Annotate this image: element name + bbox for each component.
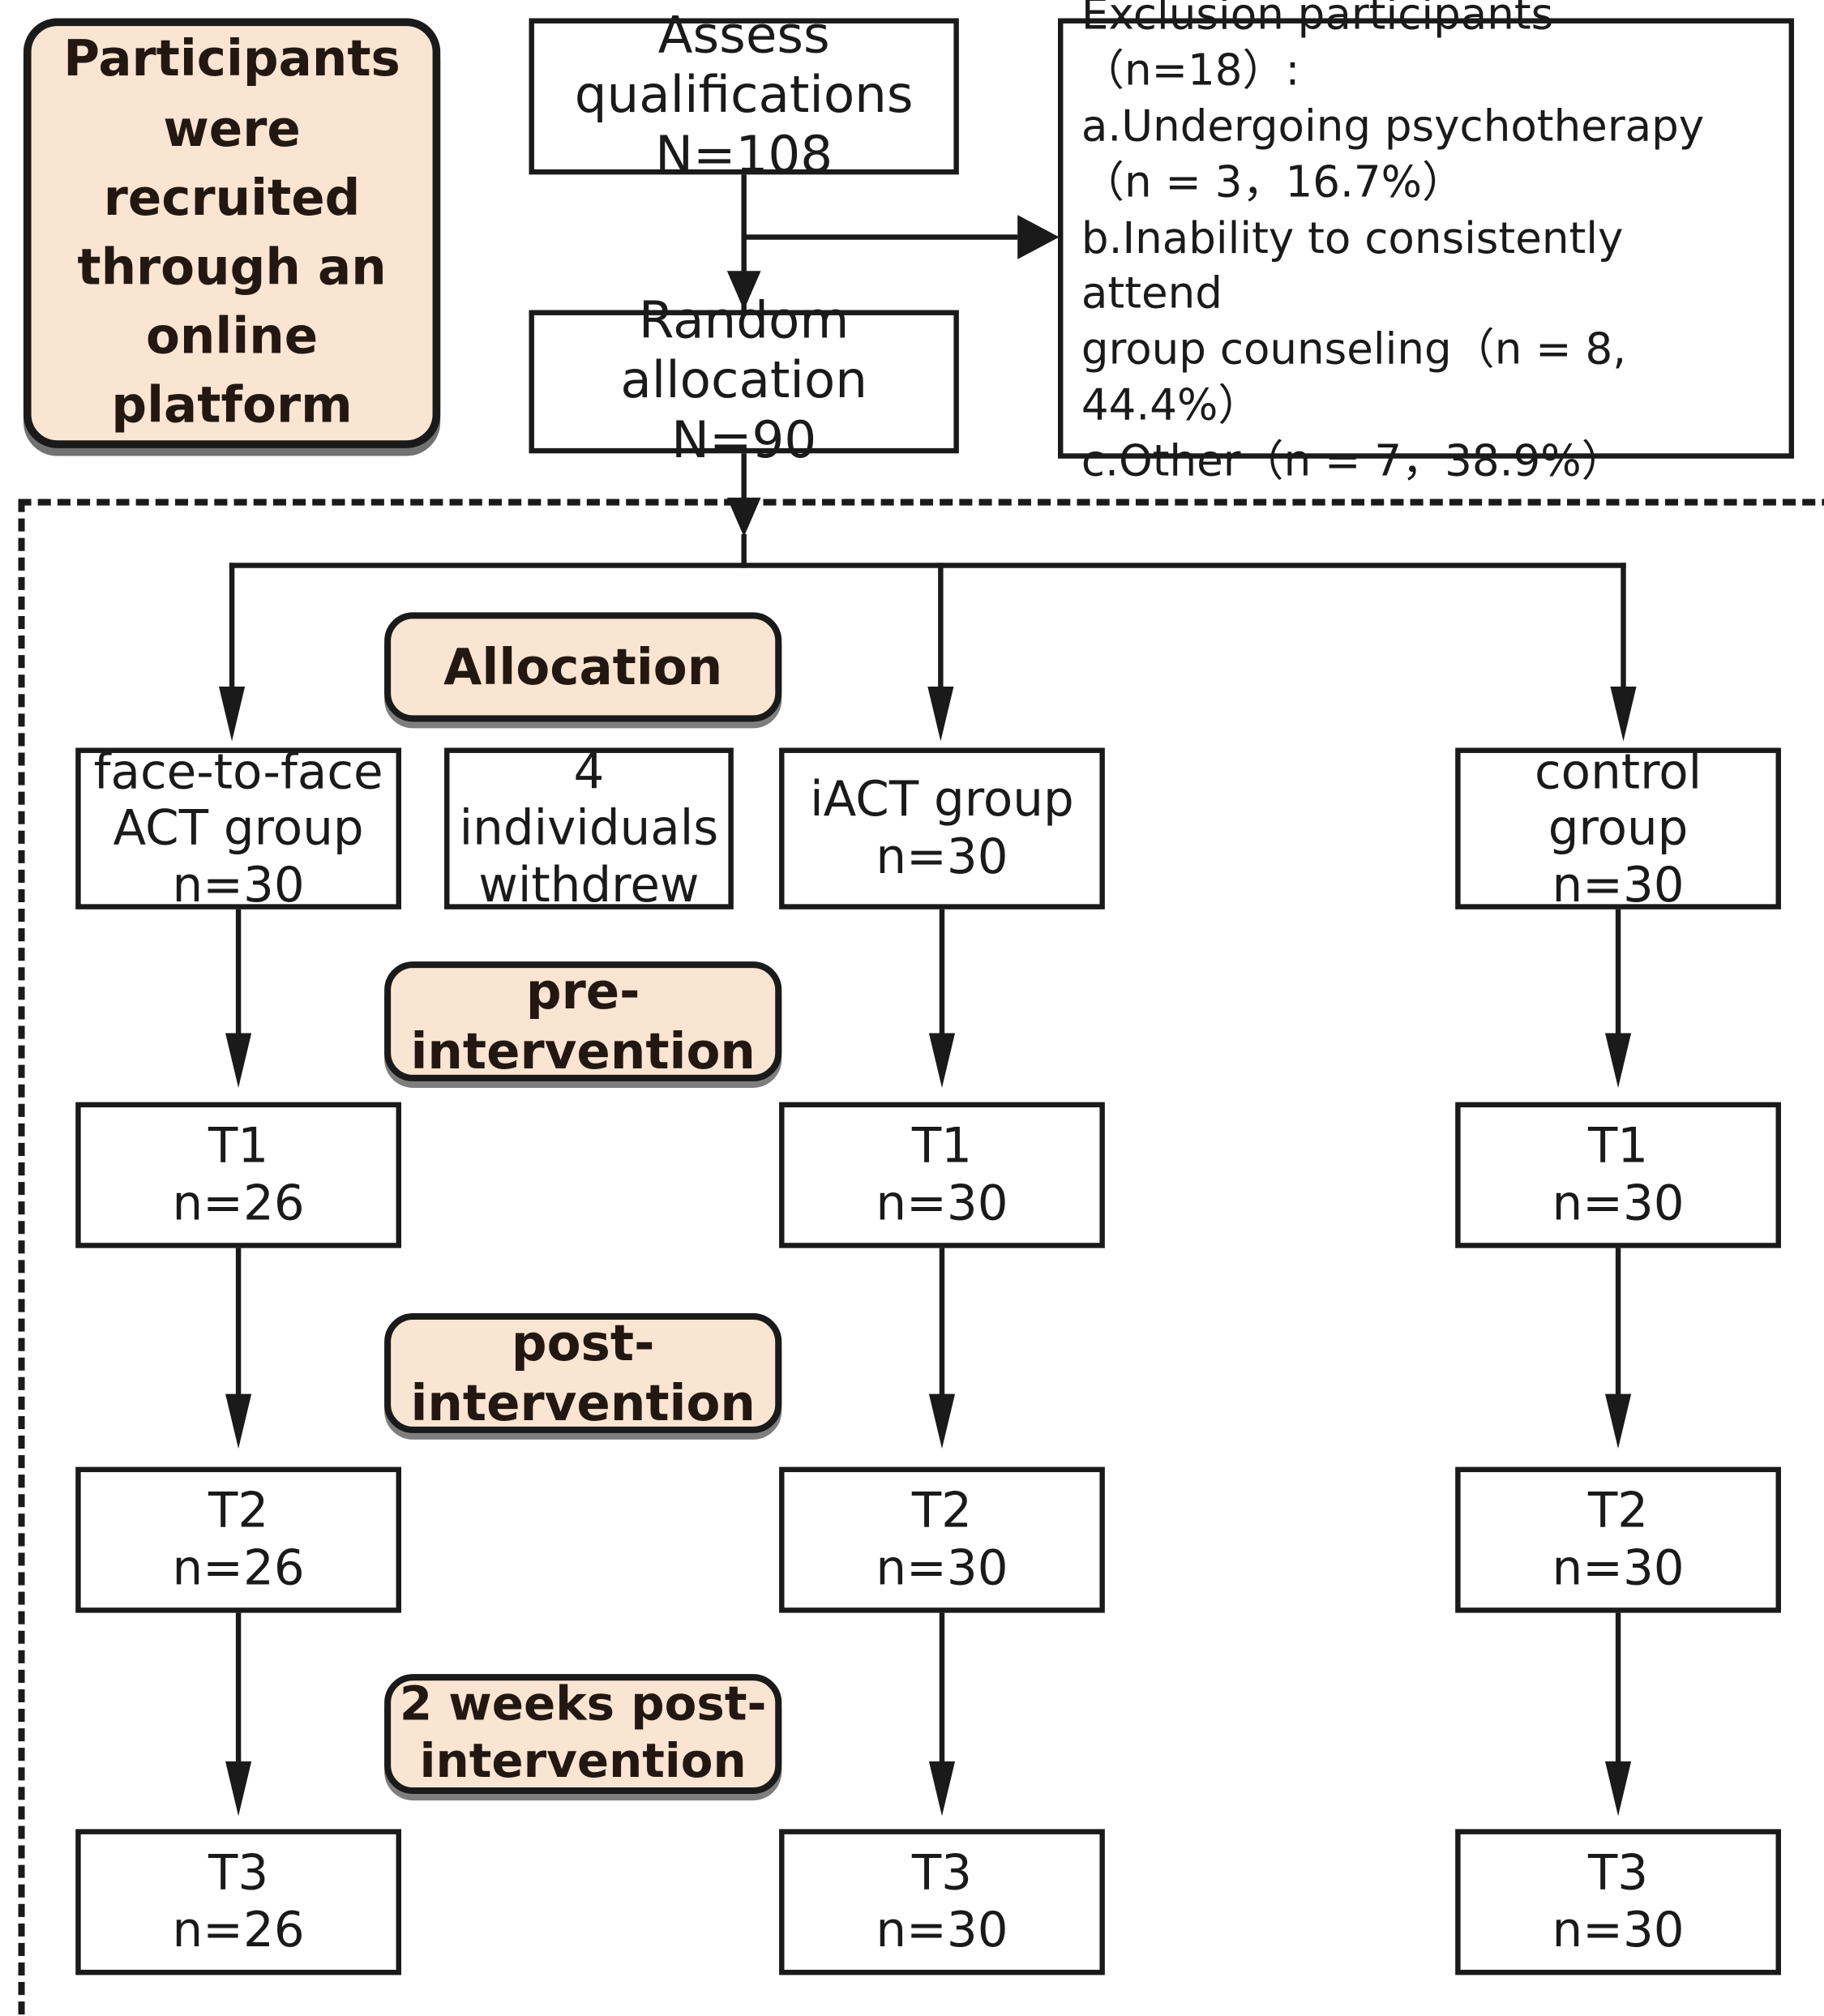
arrowhead-drop-iact bbox=[927, 686, 954, 742]
stage-label-pre-intervention: pre- intervention bbox=[384, 961, 782, 1081]
arrowhead-into-allocation-bus bbox=[726, 497, 761, 537]
stage-label-allocation: Allocation bbox=[384, 612, 782, 722]
arrowhead-drop-f2f bbox=[219, 686, 246, 742]
timepoint-box-t1-iact: T1 n=30 bbox=[779, 1102, 1105, 1248]
timepoint-box-t3-face-to-face-act: T3 n=26 bbox=[75, 1829, 401, 1975]
connector-drop-control bbox=[1621, 563, 1626, 707]
assess-qualifications-box: Assess qualifications N=108 bbox=[529, 6, 959, 185]
arrowhead-t1-to-t2-control bbox=[1604, 1393, 1632, 1449]
connector-random-stem bbox=[741, 453, 747, 524]
arrowhead-t2-to-t3-control bbox=[1604, 1761, 1632, 1817]
connector-iact-to-t1 bbox=[939, 909, 945, 1053]
exclusion-participants-box: Exclusion participants（n=18）: a.Undergoi… bbox=[1058, 0, 1795, 486]
arrowhead-drop-control bbox=[1610, 686, 1637, 742]
connector-assess-stem bbox=[741, 174, 747, 310]
connector-drop-iact bbox=[938, 563, 944, 707]
connector-t2-to-t3-control bbox=[1615, 1612, 1621, 1785]
timepoint-box-t2-face-to-face-act: T2 n=26 bbox=[75, 1466, 401, 1613]
connector-t2-to-t3-iact bbox=[939, 1612, 945, 1785]
intervention-phase-enclosure bbox=[18, 499, 1824, 2016]
arrowhead-t2-to-t3-f2f bbox=[225, 1761, 252, 1817]
connector-t1-to-t2-f2f bbox=[235, 1248, 242, 1418]
arrowhead-control-to-t1 bbox=[1604, 1033, 1632, 1088]
connector-to-exclusion bbox=[741, 234, 1018, 240]
group-box-iact: iACT group n=30 bbox=[779, 747, 1105, 910]
connector-drop-f2f bbox=[229, 563, 235, 707]
arrowhead-t2-to-t3-iact bbox=[928, 1761, 956, 1817]
arrowhead-to-exclusion bbox=[1017, 215, 1060, 259]
recruitment-card: Participants were recruited through an o… bbox=[23, 18, 441, 448]
arrowhead-t1-to-t2-f2f bbox=[225, 1393, 252, 1449]
random-allocation-box: Random allocation N=90 bbox=[529, 292, 959, 470]
timepoint-box-t1-face-to-face-act: T1 n=26 bbox=[75, 1102, 401, 1248]
arrowhead-iact-to-t1 bbox=[928, 1033, 956, 1088]
timepoint-box-t2-iact: T2 n=30 bbox=[779, 1466, 1105, 1613]
timepoint-box-t2-control: T2 n=30 bbox=[1455, 1466, 1781, 1613]
arrowhead-t1-to-t2-iact bbox=[928, 1393, 956, 1449]
timepoint-box-t3-iact: T3 n=30 bbox=[779, 1829, 1105, 1975]
connector-control-to-t1 bbox=[1615, 909, 1621, 1053]
connector-f2f-to-t1 bbox=[235, 909, 242, 1053]
connector-bus-feed bbox=[741, 533, 747, 568]
group-box-withdrew-note: 4 individuals withdrew bbox=[444, 743, 734, 913]
arrowhead-f2f-to-t1 bbox=[225, 1033, 252, 1088]
timepoint-box-t1-control: T1 n=30 bbox=[1455, 1102, 1781, 1248]
group-box-face-to-face-act: face-to-face ACT group n=30 bbox=[75, 743, 401, 913]
connector-t1-to-t2-iact bbox=[939, 1248, 945, 1418]
allocation-split-bus bbox=[229, 563, 1626, 568]
stage-label-two-weeks-post-intervention: 2 weeks post- intervention bbox=[384, 1674, 782, 1795]
arrowhead-to-random-allocation bbox=[726, 271, 761, 310]
connector-t1-to-t2-control bbox=[1615, 1248, 1621, 1418]
stage-label-post-intervention: post- intervention bbox=[384, 1313, 782, 1433]
connector-t2-to-t3-f2f bbox=[235, 1612, 242, 1785]
timepoint-box-t3-control: T3 n=30 bbox=[1455, 1829, 1781, 1975]
group-box-control: control group n=30 bbox=[1455, 743, 1781, 913]
